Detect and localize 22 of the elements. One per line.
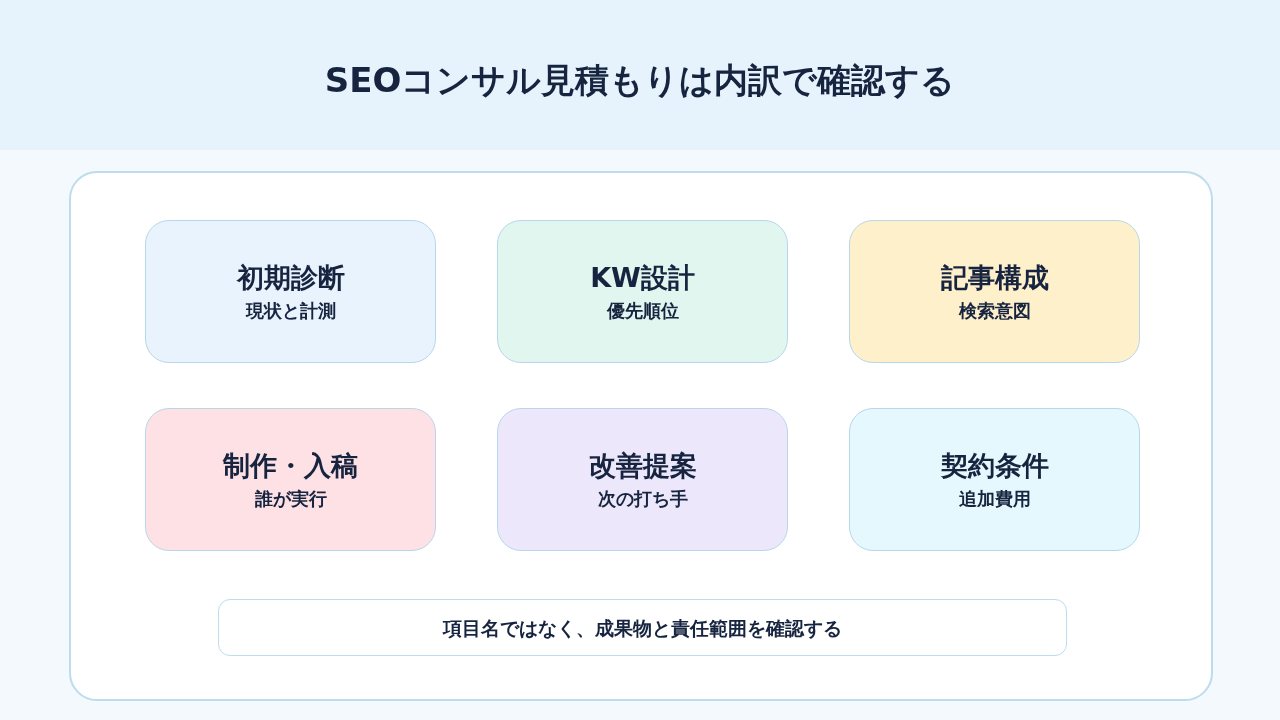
card-heading: KW設計	[590, 260, 695, 295]
card-subtext: 検索意図	[958, 298, 1031, 323]
note-text: 項目名ではなく、成果物と責任範囲を確認する	[443, 615, 842, 641]
card-subtext: 優先順位	[606, 298, 679, 323]
info-card	[497, 220, 788, 363]
card-heading: 改善提案	[588, 448, 697, 483]
note-bar	[218, 599, 1067, 656]
card-heading: 契約条件	[940, 448, 1049, 483]
info-card	[849, 408, 1140, 551]
info-card	[145, 220, 436, 363]
card-subtext: 誰が実行	[254, 486, 327, 511]
info-card	[145, 408, 436, 551]
content-panel	[69, 171, 1213, 701]
card-heading: 記事構成	[940, 260, 1049, 295]
info-card	[497, 408, 788, 551]
card-subtext: 追加費用	[958, 486, 1031, 511]
title: SEOコンサル見積もりは内訳で確認する	[323, 59, 957, 102]
info-card	[849, 220, 1140, 363]
card-heading: 初期診断	[236, 260, 345, 295]
card-subtext: 次の打ち手	[597, 486, 688, 511]
card-heading: 制作・入稿	[223, 448, 358, 483]
card-subtext: 現状と計測	[245, 298, 336, 323]
